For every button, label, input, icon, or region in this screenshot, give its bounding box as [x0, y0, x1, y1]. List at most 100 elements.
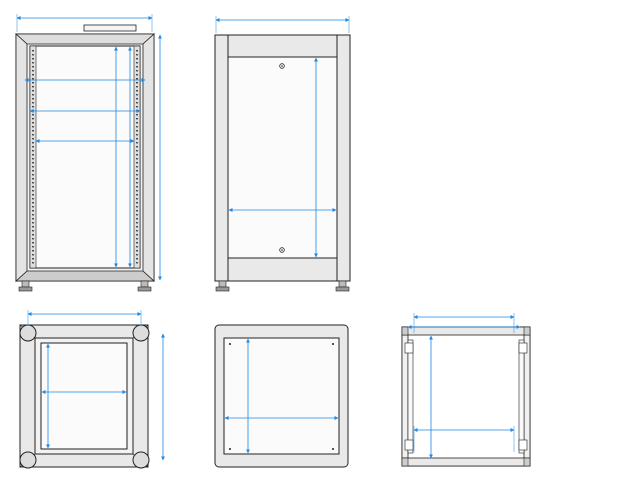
- caster-bottom-right: [132, 451, 150, 469]
- rail-hole: [32, 226, 34, 228]
- rail-hole: [32, 114, 34, 116]
- side-bottom-bar: [214, 257, 351, 282]
- plan-rail-left: [407, 339, 414, 454]
- rail-hole: [32, 190, 34, 192]
- rail-hole: [136, 78, 138, 80]
- plan-rail-right: [518, 339, 525, 454]
- plan-post-right: [523, 334, 531, 459]
- rail-hole: [32, 142, 34, 144]
- rail-hole: [32, 214, 34, 216]
- rail-hole: [136, 162, 138, 164]
- rail-hole: [32, 50, 34, 52]
- rail-hole: [32, 74, 34, 76]
- rail-hole: [32, 178, 34, 180]
- plan-corner: [523, 326, 531, 336]
- front-rail-holes-right: [136, 50, 138, 264]
- rail-hole: [136, 230, 138, 232]
- rail-hole: [32, 90, 34, 92]
- rail-hole: [136, 210, 138, 212]
- side-view: [214, 16, 351, 292]
- rail-hole: [32, 78, 34, 80]
- plan-frame: [401, 326, 531, 467]
- rail-hole: [136, 118, 138, 120]
- rail-hole: [136, 54, 138, 56]
- rail-hole: [32, 86, 34, 88]
- rail-hole: [136, 178, 138, 180]
- side-post-left: [214, 34, 229, 282]
- rail-hole: [32, 58, 34, 60]
- plan-bracket: [518, 342, 528, 354]
- rail-hole: [32, 102, 34, 104]
- caster-top-right: [132, 324, 150, 342]
- front-top-vent: [83, 24, 137, 32]
- rail-hole: [32, 262, 34, 264]
- rail-hole: [136, 94, 138, 96]
- rail-hole: [136, 190, 138, 192]
- rail-hole: [32, 198, 34, 200]
- bottom-screw: [332, 448, 334, 450]
- rail-hole: [136, 114, 138, 116]
- rail-hole: [136, 146, 138, 148]
- rail-hole: [32, 258, 34, 260]
- rail-hole: [32, 70, 34, 72]
- rail-hole: [136, 202, 138, 204]
- rail-hole: [136, 222, 138, 224]
- plan-corner: [523, 457, 531, 467]
- rail-hole: [136, 58, 138, 60]
- rail-hole: [32, 206, 34, 208]
- side-top-bar: [214, 34, 351, 58]
- rail-hole: [32, 54, 34, 56]
- front-glass-panel: [29, 45, 141, 269]
- rail-hole: [136, 66, 138, 68]
- rail-hole: [32, 122, 34, 124]
- rail-hole: [32, 94, 34, 96]
- caster-top-left: [19, 324, 37, 342]
- rail-hole: [136, 166, 138, 168]
- rail-hole: [136, 86, 138, 88]
- rail-hole: [136, 154, 138, 156]
- rail-hole: [136, 74, 138, 76]
- rail-hole: [136, 234, 138, 236]
- rail-hole: [32, 250, 34, 252]
- rail-hole: [32, 238, 34, 240]
- front-foot-left: [21, 280, 30, 288]
- caster-bottom-left: [19, 451, 37, 469]
- plan-corner: [401, 457, 409, 467]
- rail-hole: [32, 166, 34, 168]
- rail-hole: [136, 70, 138, 72]
- rail-hole: [32, 118, 34, 120]
- front-foot-right: [140, 280, 149, 288]
- rail-hole: [32, 182, 34, 184]
- rail-hole: [136, 174, 138, 176]
- rail-hole: [136, 206, 138, 208]
- rail-hole: [136, 150, 138, 152]
- rail-hole: [136, 238, 138, 240]
- rail-hole: [136, 158, 138, 160]
- rail-hole: [136, 182, 138, 184]
- rail-hole: [32, 138, 34, 140]
- rail-hole: [32, 210, 34, 212]
- rail-hole: [136, 194, 138, 196]
- bottom-screw: [332, 343, 334, 345]
- rail-hole: [32, 98, 34, 100]
- front-mount-rail-right: [133, 45, 141, 269]
- rail-hole: [136, 226, 138, 228]
- rail-hole: [32, 170, 34, 172]
- rail-hole: [136, 242, 138, 244]
- rail-hole: [136, 218, 138, 220]
- rail-hole: [136, 186, 138, 188]
- rail-hole: [32, 230, 34, 232]
- plan-bracket: [404, 439, 414, 451]
- front-view: [14, 14, 162, 292]
- rail-hole: [32, 202, 34, 204]
- rail-hole: [32, 222, 34, 224]
- rail-hole: [32, 194, 34, 196]
- bottom-screw: [229, 343, 231, 345]
- rail-hole: [136, 138, 138, 140]
- front-frame-bevel: [14, 33, 156, 45]
- rail-hole: [32, 218, 34, 220]
- rail-hole: [32, 186, 34, 188]
- rail-hole: [32, 150, 34, 152]
- plan-bracket: [518, 439, 528, 451]
